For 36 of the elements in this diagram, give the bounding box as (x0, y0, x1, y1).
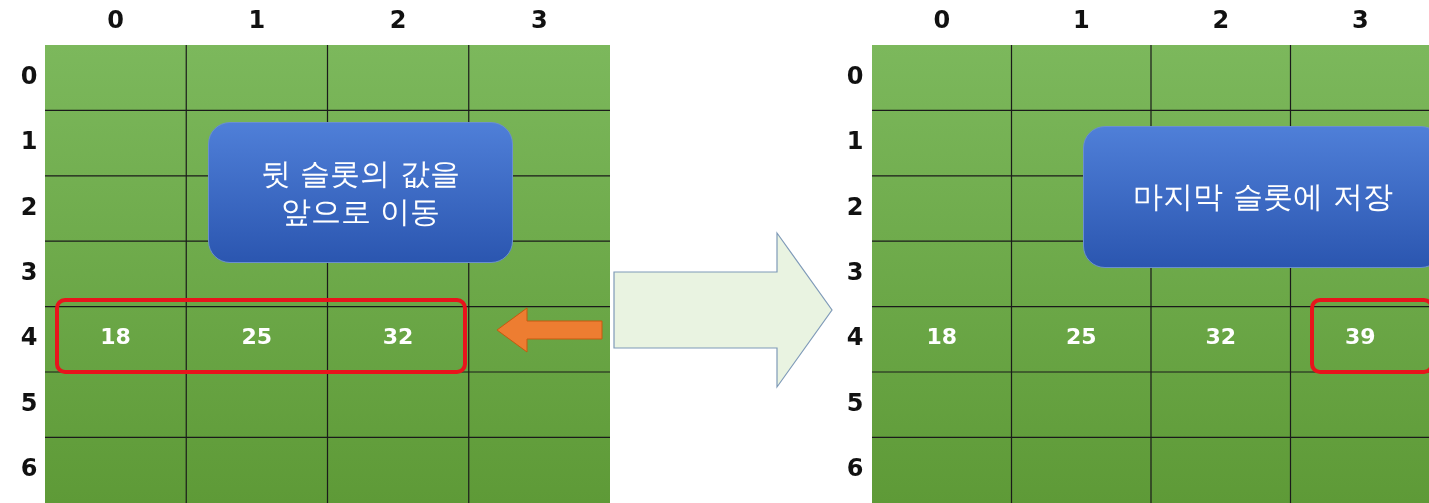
row-header: 4 (19, 323, 39, 352)
row-header: 1 (19, 127, 39, 156)
row-header: 5 (19, 388, 39, 417)
cell-value: 25 (240, 324, 274, 350)
cell-value: 18 (925, 324, 959, 350)
callout-box (1083, 126, 1429, 268)
row-header: 6 (19, 454, 39, 483)
row-header: 2 (845, 192, 865, 221)
row-header: 3 (19, 257, 39, 286)
cell-value: 18 (99, 324, 132, 350)
cell-value: 25 (1064, 324, 1098, 350)
column-header: 2 (388, 6, 408, 34)
column-header: 2 (1211, 6, 1231, 34)
grid-table (872, 45, 1429, 503)
row-header: 3 (845, 257, 865, 286)
row-header: 0 (845, 61, 865, 90)
row-header: 1 (845, 127, 865, 156)
cell-value: 32 (381, 324, 415, 350)
column-header: 1 (247, 6, 267, 34)
row-header: 4 (845, 323, 865, 352)
callout-text: 마지막 슬롯에 저장 (1133, 178, 1393, 216)
row-header: 6 (845, 454, 865, 483)
callout-text: 뒷 슬롯의 값을 앞으로 이동 (259, 155, 462, 230)
cell-value: 39 (1343, 324, 1377, 350)
grid-table (45, 45, 610, 503)
column-header: 1 (1071, 6, 1091, 34)
block-arrow (613, 231, 833, 389)
row-header: 0 (19, 61, 39, 90)
column-header: 3 (530, 6, 549, 34)
column-header: 0 (106, 6, 125, 34)
callout-box (208, 122, 513, 263)
row-header: 2 (19, 192, 39, 221)
column-header: 0 (932, 6, 952, 34)
column-header: 3 (1350, 6, 1370, 34)
row-header: 5 (845, 388, 865, 417)
cell-value: 32 (1204, 324, 1238, 350)
